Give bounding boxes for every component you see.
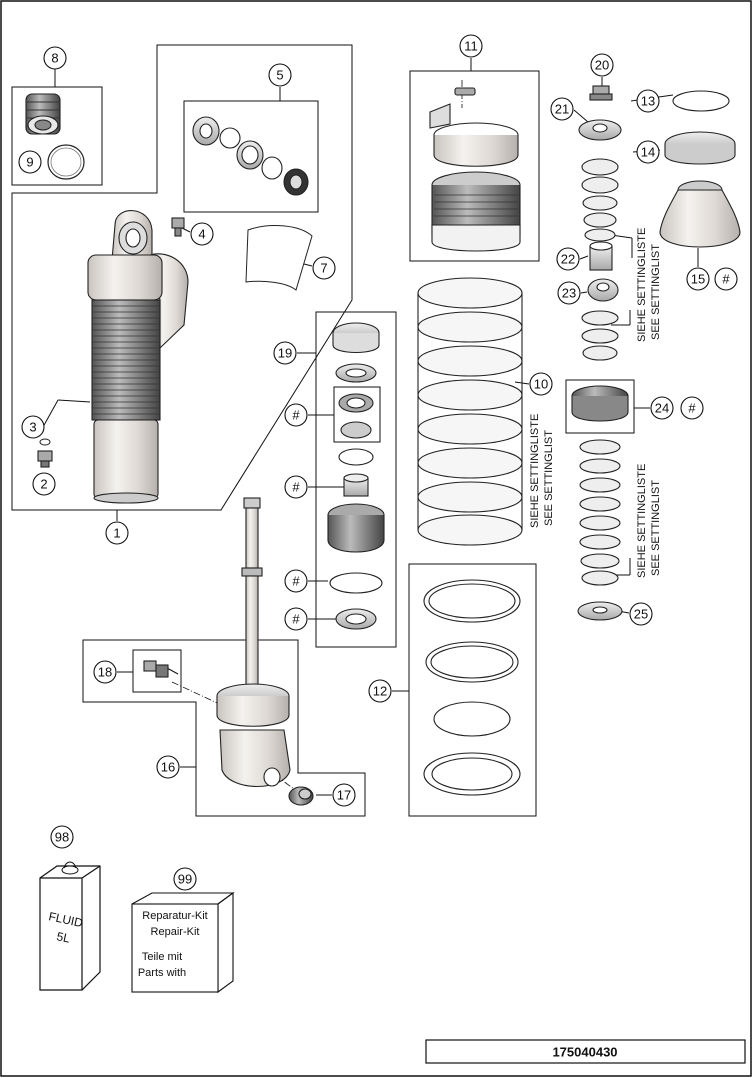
- frame-part-5: [183, 100, 319, 213]
- part-5-seal-kit: [192, 116, 309, 196]
- callout-24: 24: [655, 401, 669, 416]
- setting-list-de-spring: SIEHE SETTINGLISTE: [529, 414, 541, 528]
- callout-1: 1: [113, 526, 120, 541]
- kit-label-en: Repair-Kit: [151, 926, 200, 938]
- setting-list-de-upper: SIEHE SETTINGLISTE: [636, 228, 648, 342]
- part-8-cartridge: [25, 93, 61, 135]
- part-16-piston-rod: [216, 497, 291, 787]
- drawing-code-box: [425, 1039, 746, 1064]
- callout-8: 8: [51, 51, 58, 66]
- part-3-washer: [39, 438, 51, 446]
- callout-18: 18: [98, 665, 112, 680]
- drawing-code: 175040430: [552, 1045, 617, 1060]
- frame-part-24: [565, 379, 635, 434]
- can-label-volume: 5L: [55, 929, 71, 946]
- part-13-circlip: [672, 90, 730, 112]
- part-23-nut: [587, 278, 619, 302]
- callout-hash-seal: #: [292, 408, 300, 423]
- part-shim-stack-upper: [581, 158, 619, 242]
- part-99-repair-kit: [131, 891, 235, 994]
- callout-22: 22: [561, 252, 575, 267]
- callout-19: 19: [278, 346, 292, 361]
- callout-hash-bushing: #: [292, 480, 300, 495]
- callout-5: 5: [276, 68, 283, 83]
- frame-part-16: [82, 639, 366, 817]
- setting-list-en-upper: SEE SETTINGLIST: [650, 244, 662, 340]
- part-12-spacer-rings: [423, 579, 521, 796]
- part-98-fluid-can: [39, 861, 101, 991]
- setting-list-de-lower: SIEHE SETTINGLISTE: [636, 464, 648, 578]
- part-9-o-ring: [47, 144, 85, 180]
- part-17-bushing: [288, 786, 314, 806]
- frame-part-11: [409, 70, 540, 262]
- part-15-bump-stop: [659, 180, 741, 248]
- part-24-piston: [571, 385, 629, 422]
- callout-3: 3: [29, 420, 36, 435]
- callout-15: 15: [691, 272, 705, 287]
- callout-10: 10: [534, 377, 548, 392]
- callout-12: 12: [373, 684, 387, 699]
- part-18-valve: [143, 660, 169, 678]
- callout-23: 23: [562, 286, 576, 301]
- callout-99: 99: [178, 872, 192, 887]
- callout-hash-stop: #: [292, 612, 300, 627]
- kit-label-de: Reparatur-Kit: [142, 910, 207, 922]
- callout-2: 2: [40, 477, 47, 492]
- setting-list-en-spring: SEE SETTINGLIST: [543, 430, 555, 526]
- callout-14: 14: [641, 145, 655, 160]
- part-shim-stack-lower: [579, 439, 621, 586]
- callout-17: 17: [337, 788, 351, 803]
- callout-hash-24: #: [688, 401, 696, 416]
- frame-part-19: [315, 311, 397, 648]
- kit-parts-with-de: Teile mit: [142, 951, 182, 963]
- part-4-bleed-screw: [171, 217, 185, 237]
- callout-hash-o-ring: #: [292, 574, 300, 589]
- callout-16: 16: [161, 760, 175, 775]
- leader-lines: [42, 58, 699, 796]
- part-11-adjusting-ring: [429, 87, 521, 252]
- callout-98: 98: [55, 830, 69, 845]
- part-1-shock-body: [87, 210, 189, 504]
- part-2-screw: [37, 450, 53, 468]
- part-10-spring: [417, 277, 523, 546]
- callout-20: 20: [595, 58, 609, 73]
- callout-11: 11: [464, 39, 478, 54]
- part-22-spacer: [589, 241, 613, 271]
- part-shim-stack-middle: [581, 310, 619, 361]
- callout-21: 21: [555, 102, 569, 117]
- frame-part-12: [408, 563, 537, 817]
- part-19-seal-stack: [327, 322, 385, 630]
- frame-part-18: [132, 649, 182, 693]
- part-25-washer: [577, 601, 623, 621]
- part-21-plate: [578, 119, 622, 141]
- callout-4: 4: [198, 227, 205, 242]
- part-20-nut: [589, 85, 613, 101]
- frame-shock-assembly: [11, 44, 353, 511]
- setting-list-en-lower: SEE SETTINGLIST: [650, 480, 662, 576]
- part-7-protective-sheet: [245, 225, 313, 291]
- callout-hash-15: #: [722, 272, 730, 287]
- kit-parts-with-en: Parts with: [138, 967, 186, 979]
- callout-7: 7: [320, 261, 327, 276]
- callout-9: 9: [26, 155, 33, 170]
- callout-25: 25: [634, 607, 648, 622]
- frame-part-8-9: [11, 86, 103, 186]
- callout-13: 13: [641, 94, 655, 109]
- part-14-cap: [664, 131, 736, 165]
